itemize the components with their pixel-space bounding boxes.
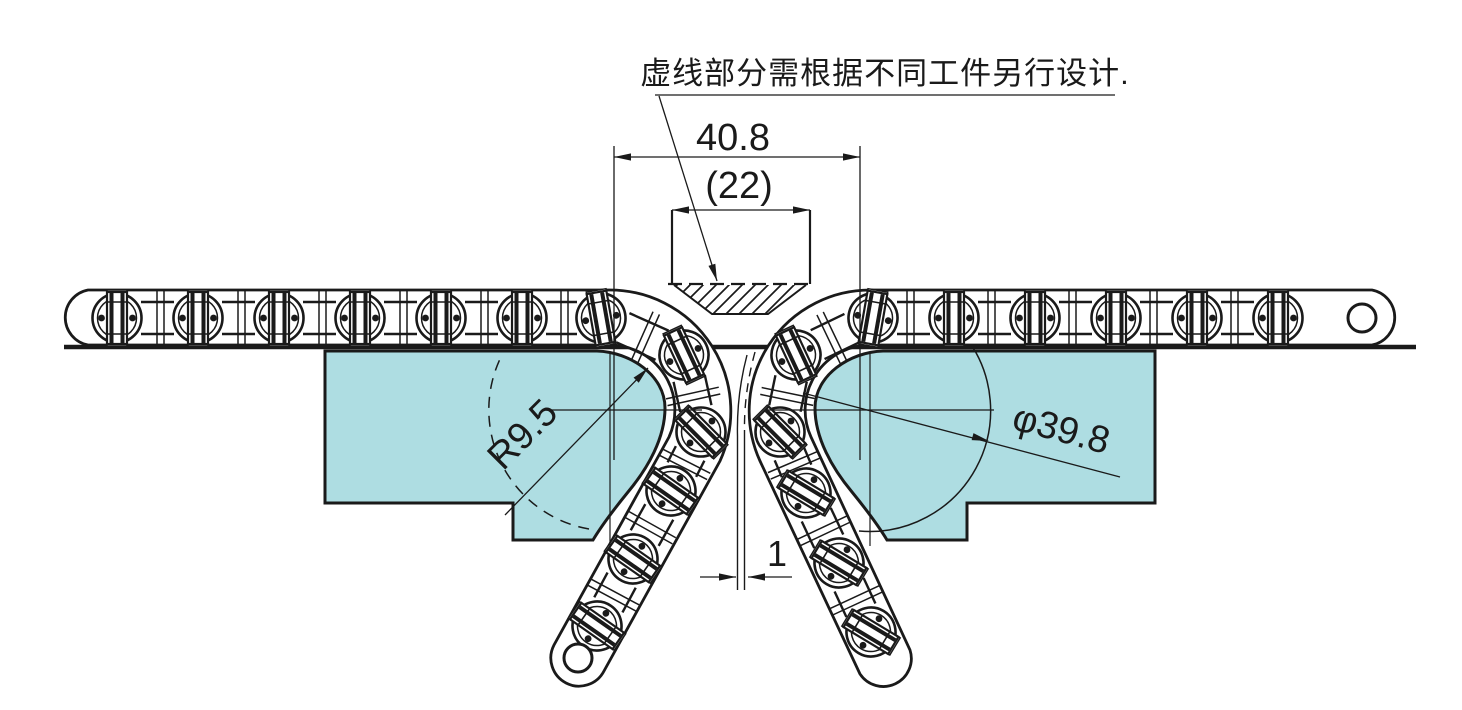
dim-22-label: (22) [705, 165, 773, 207]
chain-link [603, 533, 663, 585]
center-gap-lines [736, 351, 756, 590]
support-block [668, 210, 814, 315]
chain-link [752, 404, 808, 460]
dimension-arrowheads [614, 153, 989, 581]
dimension-arrowhead [708, 263, 717, 281]
chain-link [928, 289, 980, 347]
note-leader-line [658, 95, 718, 282]
dim-line-dia-39-8 [802, 392, 1121, 478]
chain-link [775, 467, 837, 519]
workpiece-blocks [323, 349, 1157, 542]
bend-circle-right [858, 335, 992, 533]
chain-link [253, 289, 305, 347]
chain-link [1090, 289, 1142, 347]
gap-line-right-dashed [743, 351, 756, 431]
chain-link [658, 324, 710, 386]
dim-40-8-label: 40.8 [696, 117, 770, 159]
chain-link [1252, 289, 1304, 347]
bend-circles [488, 335, 992, 533]
chain-link [496, 289, 548, 347]
dimension-arrowhead [672, 206, 689, 214]
chain-link [567, 600, 627, 652]
dimension-arrowhead [793, 206, 810, 214]
chain-link [575, 287, 627, 349]
gap-line-left [736, 354, 748, 590]
chain-link [641, 465, 701, 517]
dimension-arrowhead [633, 368, 648, 383]
dim-line-r9-5 [504, 367, 649, 516]
hatch-area [674, 285, 806, 314]
chain-link [770, 324, 822, 386]
chain-end-pin-hole-right [1346, 302, 1378, 334]
chain-link [673, 404, 729, 460]
dimension-arrowhead [971, 433, 989, 441]
support-block-body [672, 210, 810, 284]
chain-link [91, 289, 143, 347]
bend-circle-left-dashed [488, 358, 590, 530]
dimension-arrowhead [719, 573, 736, 581]
chain-link [847, 287, 899, 349]
dimension-arrowhead [748, 573, 765, 581]
chain-link [172, 289, 224, 347]
centerlines [546, 352, 994, 546]
chain-end-pin-hole-left [562, 642, 594, 674]
chain-link [334, 289, 386, 347]
chain-link [1009, 289, 1061, 347]
chain-links-layer [91, 287, 1304, 658]
chain-link [415, 289, 467, 347]
dim-gap-1-label: 1 [767, 533, 787, 574]
chain-link [1171, 289, 1223, 347]
chain-link [840, 606, 902, 658]
dimension-arrowhead [843, 153, 860, 161]
chain-link [808, 537, 870, 589]
dimension-arrowhead [614, 153, 631, 161]
hatch-area-outline [673, 284, 807, 315]
note-text: 虚线部分需根据不同工件另行设计. [640, 56, 1130, 91]
